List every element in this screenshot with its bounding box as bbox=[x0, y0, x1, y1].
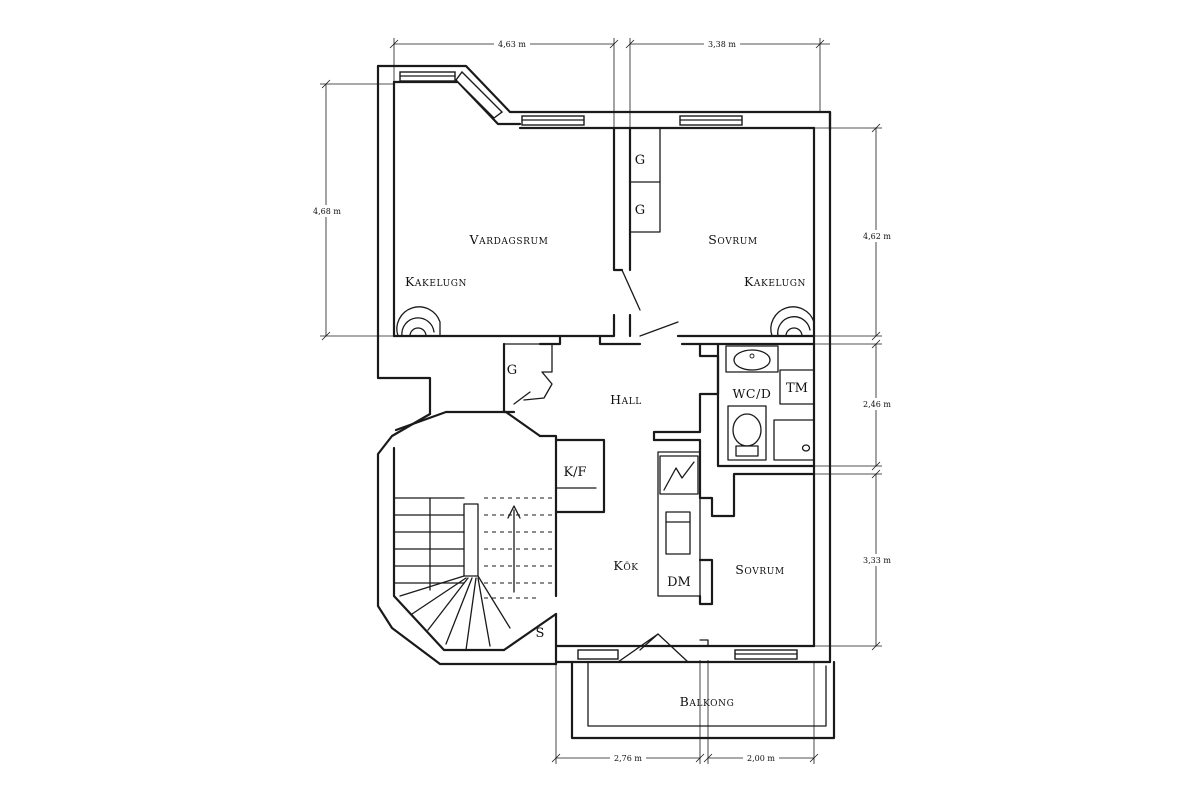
room-label-kok: Kök bbox=[613, 558, 638, 573]
dim-right-upper: 4,62 m bbox=[863, 232, 891, 241]
balkong-outline bbox=[570, 660, 836, 740]
room-label-kakelugn-left: Kakelugn bbox=[405, 274, 467, 289]
dim-bottom-right: 2,00 m bbox=[747, 754, 775, 763]
dim-top-right: 3,38 m bbox=[708, 40, 736, 49]
fixture-kf: K/F bbox=[563, 465, 586, 480]
fixture-tm: TM bbox=[786, 381, 808, 396]
room-label-kakelugn-right: Kakelugn bbox=[744, 274, 806, 289]
kakelugn-stove-right bbox=[770, 306, 815, 337]
fixture-g-3: G bbox=[507, 363, 517, 378]
room-label-hall: Hall bbox=[610, 392, 642, 407]
room-label-sovrum-bottom: Sovrum bbox=[735, 562, 784, 577]
dim-top-left: 4,63 m bbox=[498, 40, 526, 49]
dim-left: 4,68 m bbox=[313, 207, 341, 216]
fixture-dm: DM bbox=[667, 575, 691, 590]
kakelugn-stove-left bbox=[396, 306, 441, 337]
fixture-s: S bbox=[536, 626, 545, 641]
windows bbox=[399, 70, 798, 660]
room-label-wcd: WC/D bbox=[732, 386, 771, 401]
interior-walls bbox=[376, 126, 816, 666]
dim-right-lower: 3,33 m bbox=[863, 556, 891, 565]
staircase bbox=[393, 497, 556, 651]
dim-bottom-left: 2,76 m bbox=[614, 754, 642, 763]
dim-right-middle: 2,46 m bbox=[863, 400, 891, 409]
fixture-g-2: G bbox=[635, 203, 645, 218]
fixture-g-1: G bbox=[635, 153, 645, 168]
room-label-balkong: Balkong bbox=[680, 694, 735, 709]
room-label-sovrum-top: Sovrum bbox=[708, 232, 757, 247]
room-label-vardagsrum: Vardagsrum bbox=[469, 232, 549, 247]
